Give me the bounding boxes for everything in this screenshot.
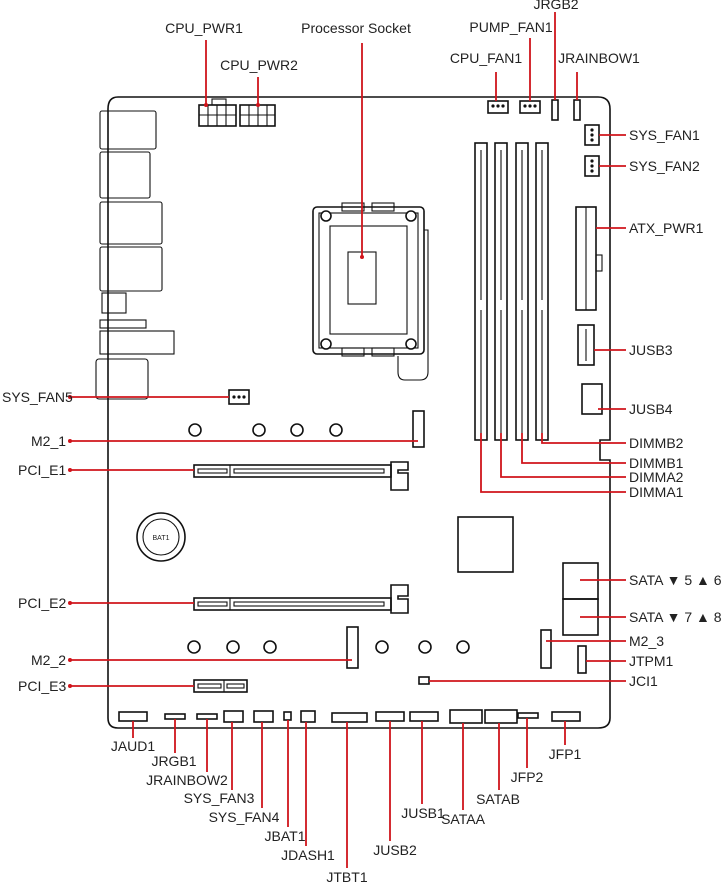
label-sys-fan2: SYS_FAN2 [629, 158, 700, 174]
label-jfp2: JFP2 [511, 769, 544, 785]
chipset [457, 516, 514, 573]
label-atx-pwr1: ATX_PWR1 [629, 220, 704, 236]
label-jrgb2: JRGB2 [533, 0, 578, 12]
label-jusb2: JUSB2 [373, 842, 417, 858]
sys-fan5-header [228, 389, 250, 405]
label-pci-e2: PCI_E2 [18, 595, 66, 611]
processor-socket-drawing [312, 202, 429, 381]
label-sys-fan5: SYS_FAN5 [2, 389, 73, 405]
cpu-pwr1-connector [198, 98, 237, 127]
label-jusb3: JUSB3 [629, 342, 673, 358]
label-pci-e3: PCI_E3 [18, 678, 66, 694]
label-processor-socket: Processor Socket [301, 20, 411, 36]
bat1-label: BAT1 [153, 535, 170, 542]
label-jusb4: JUSB4 [629, 401, 673, 417]
bottom-headers [118, 709, 581, 724]
pci-e1-slot [193, 461, 409, 491]
label-sys-fan3: SYS_FAN3 [184, 790, 255, 806]
top-headers [487, 99, 581, 121]
label-sata-78: SATA ▼ 7 ▲ 8 [629, 609, 722, 625]
label-satab: SATAB [476, 791, 520, 807]
label-dimmb2: DIMMB2 [629, 435, 684, 451]
label-dimma1: DIMMA1 [629, 484, 684, 500]
callout-lines [70, 12, 626, 868]
label-jfp1: JFP1 [549, 746, 582, 762]
label-jtbt1: JTBT1 [326, 869, 367, 885]
cpu-pwr2-connector [239, 104, 276, 127]
label-sys-fan4: SYS_FAN4 [209, 809, 280, 825]
label-jci1: JCI1 [629, 673, 658, 689]
label-jtpm1: JTPM1 [629, 653, 674, 669]
label-pci-e1: PCI_E1 [18, 462, 66, 478]
label-m2-3: M2_3 [629, 633, 664, 649]
m2-1-slot [412, 410, 425, 448]
label-jrainbow2: JRAINBOW2 [146, 772, 228, 788]
m2-2-slot [346, 626, 359, 669]
label-jusb1: JUSB1 [401, 805, 445, 821]
label-m2-1: M2_1 [31, 433, 66, 449]
label-jdash1: JDASH1 [281, 847, 335, 863]
label-cpu-pwr1: CPU_PWR1 [165, 20, 243, 36]
label-sataa: SATAA [441, 811, 485, 827]
board-outline [107, 96, 611, 729]
label-cpu-fan1: CPU_FAN1 [450, 50, 523, 66]
label-pump-fan1: PUMP_FAN1 [469, 19, 552, 35]
dimm-slots [474, 142, 549, 441]
label-m2-2: M2_2 [31, 652, 66, 668]
m2-standoffs [187, 423, 470, 654]
label-jrainbow1: JRAINBOW1 [558, 50, 640, 66]
right-side-connectors [418, 124, 603, 685]
label-dimmb1: DIMMB1 [629, 455, 684, 471]
label-cpu-pwr2: CPU_PWR2 [220, 57, 298, 73]
label-sata-56: SATA ▼ 5 ▲ 6 [629, 572, 722, 588]
callout-dots [68, 103, 364, 688]
label-dimma2: DIMMA2 [629, 469, 684, 485]
rear-io-ports [95, 110, 175, 400]
label-jrgb1: JRGB1 [151, 753, 196, 769]
label-jbat1: JBAT1 [265, 828, 306, 844]
label-sys-fan1: SYS_FAN1 [629, 127, 700, 143]
pci-e2-slot [193, 584, 409, 614]
cmos-battery: BAT1 [136, 512, 186, 562]
label-jaud1: JAUD1 [111, 738, 156, 754]
pci-e3-slot [193, 679, 248, 693]
